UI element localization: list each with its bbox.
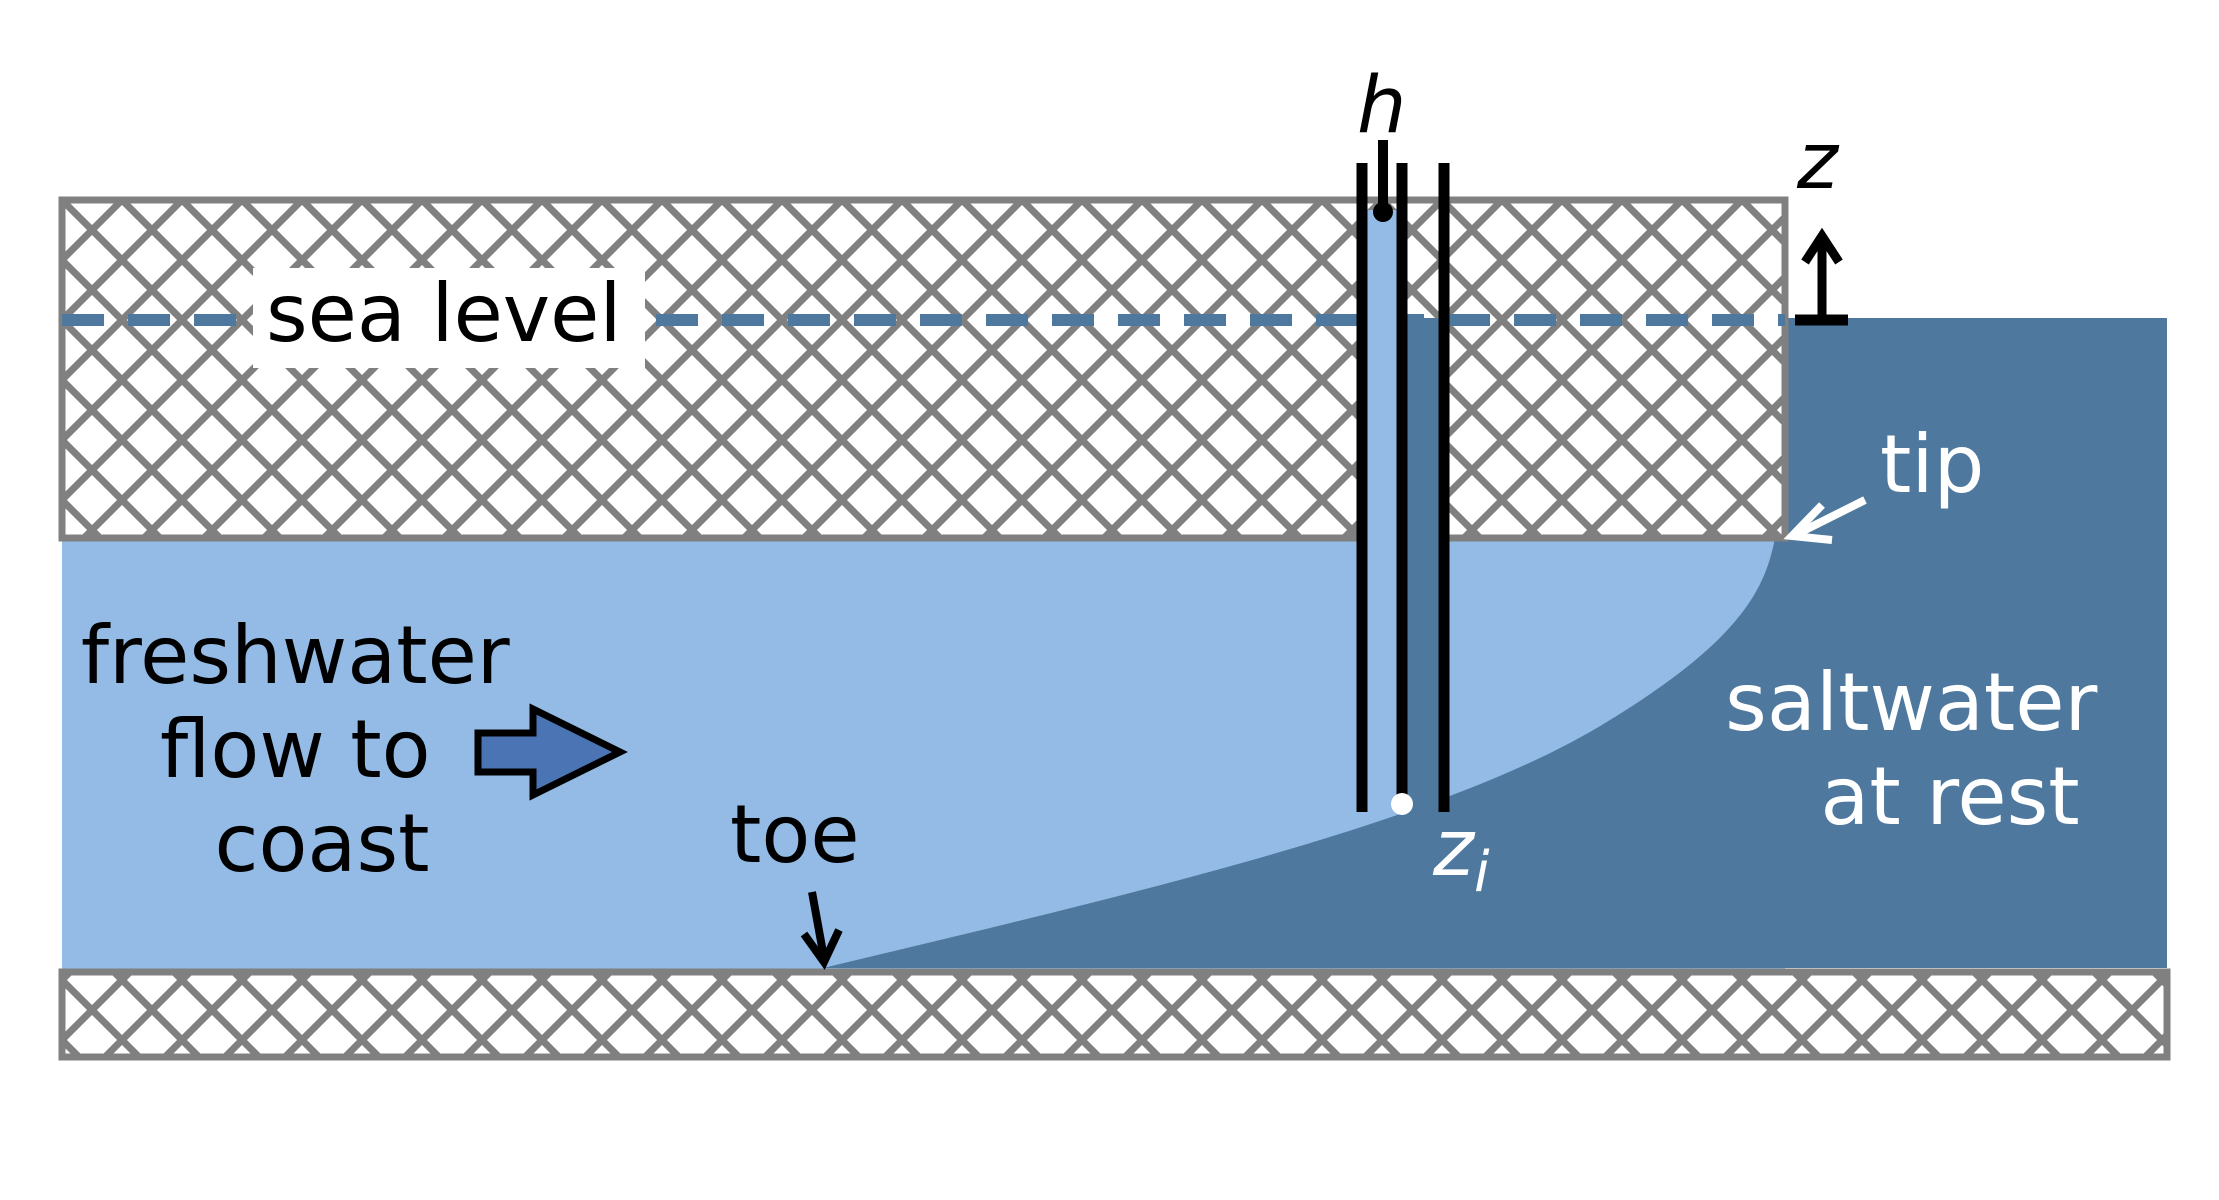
right-arrow-icon — [474, 703, 628, 801]
up-arrow-icon — [1795, 227, 1848, 326]
pointer-arrow-icon — [1783, 496, 1867, 544]
saltwater-label-line2: at rest — [1820, 750, 2079, 843]
upper-confining-layer — [58, 196, 1789, 542]
tip-label: tip — [1880, 418, 1984, 511]
interface-label: zi — [1432, 804, 1490, 905]
interface-marker — [1391, 793, 1413, 815]
freshwater-label-line1: freshwater — [81, 609, 510, 702]
toe-label: toe — [730, 788, 860, 881]
elevation-label: z — [1796, 117, 1840, 207]
pointer-arrow-icon — [800, 891, 843, 970]
interface-label-base: z — [1432, 804, 1476, 894]
observation-well — [1356, 140, 1450, 815]
well-fresh-column — [1364, 210, 1400, 812]
lower-confining-layer — [58, 968, 2171, 1061]
saltwater-label-line1: saltwater — [1725, 656, 2097, 749]
head-marker — [1373, 202, 1393, 222]
saltwater-wedge — [823, 318, 2167, 968]
freshwater-label-line2: flow to — [160, 703, 431, 796]
saltwater-label: saltwater at rest — [1725, 656, 2123, 843]
freshwater-label-line3: coast — [215, 797, 430, 890]
freshwater-label: freshwater flow to coast — [81, 609, 535, 890]
sea-level-label: sea level — [266, 267, 622, 360]
interface-label-sub: i — [1474, 840, 1490, 905]
sea-level-label-bg — [253, 268, 645, 368]
head-label: h — [1357, 61, 1406, 151]
